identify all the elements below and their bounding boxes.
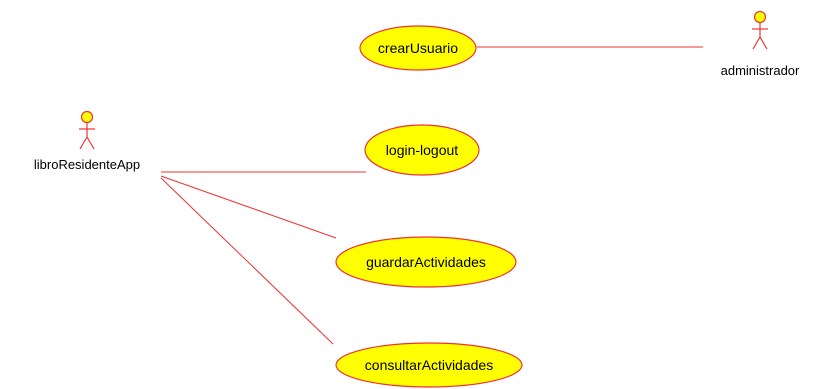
usecase-label-login-logout: login-logout xyxy=(386,142,458,158)
actor-label-libroResidenteApp: libroResidenteApp xyxy=(34,157,140,172)
usecase-consultarActividades[interactable]: consultarActividades xyxy=(335,342,523,388)
actor-figure-icon xyxy=(79,110,95,150)
usecase-crearUsuario[interactable]: crearUsuario xyxy=(359,25,477,71)
association-libroResidenteApp-consultarActividades xyxy=(160,177,334,345)
actor-figure-icon xyxy=(752,10,768,50)
usecase-login-logout[interactable]: login-logout xyxy=(364,124,480,176)
actor-administrador[interactable]: administrador xyxy=(721,10,800,79)
actor-label-administrador: administrador xyxy=(721,63,800,78)
association-libroResidenteApp-guardarActividades xyxy=(160,175,337,239)
usecase-guardarActividades[interactable]: guardarActividades xyxy=(335,236,517,288)
actor-libroResidenteApp[interactable]: libroResidenteApp xyxy=(34,110,140,173)
usecase-label-consultarActividades: consultarActividades xyxy=(365,357,493,373)
usecase-label-crearUsuario: crearUsuario xyxy=(378,40,458,56)
usecase-label-guardarActividades: guardarActividades xyxy=(366,254,486,270)
